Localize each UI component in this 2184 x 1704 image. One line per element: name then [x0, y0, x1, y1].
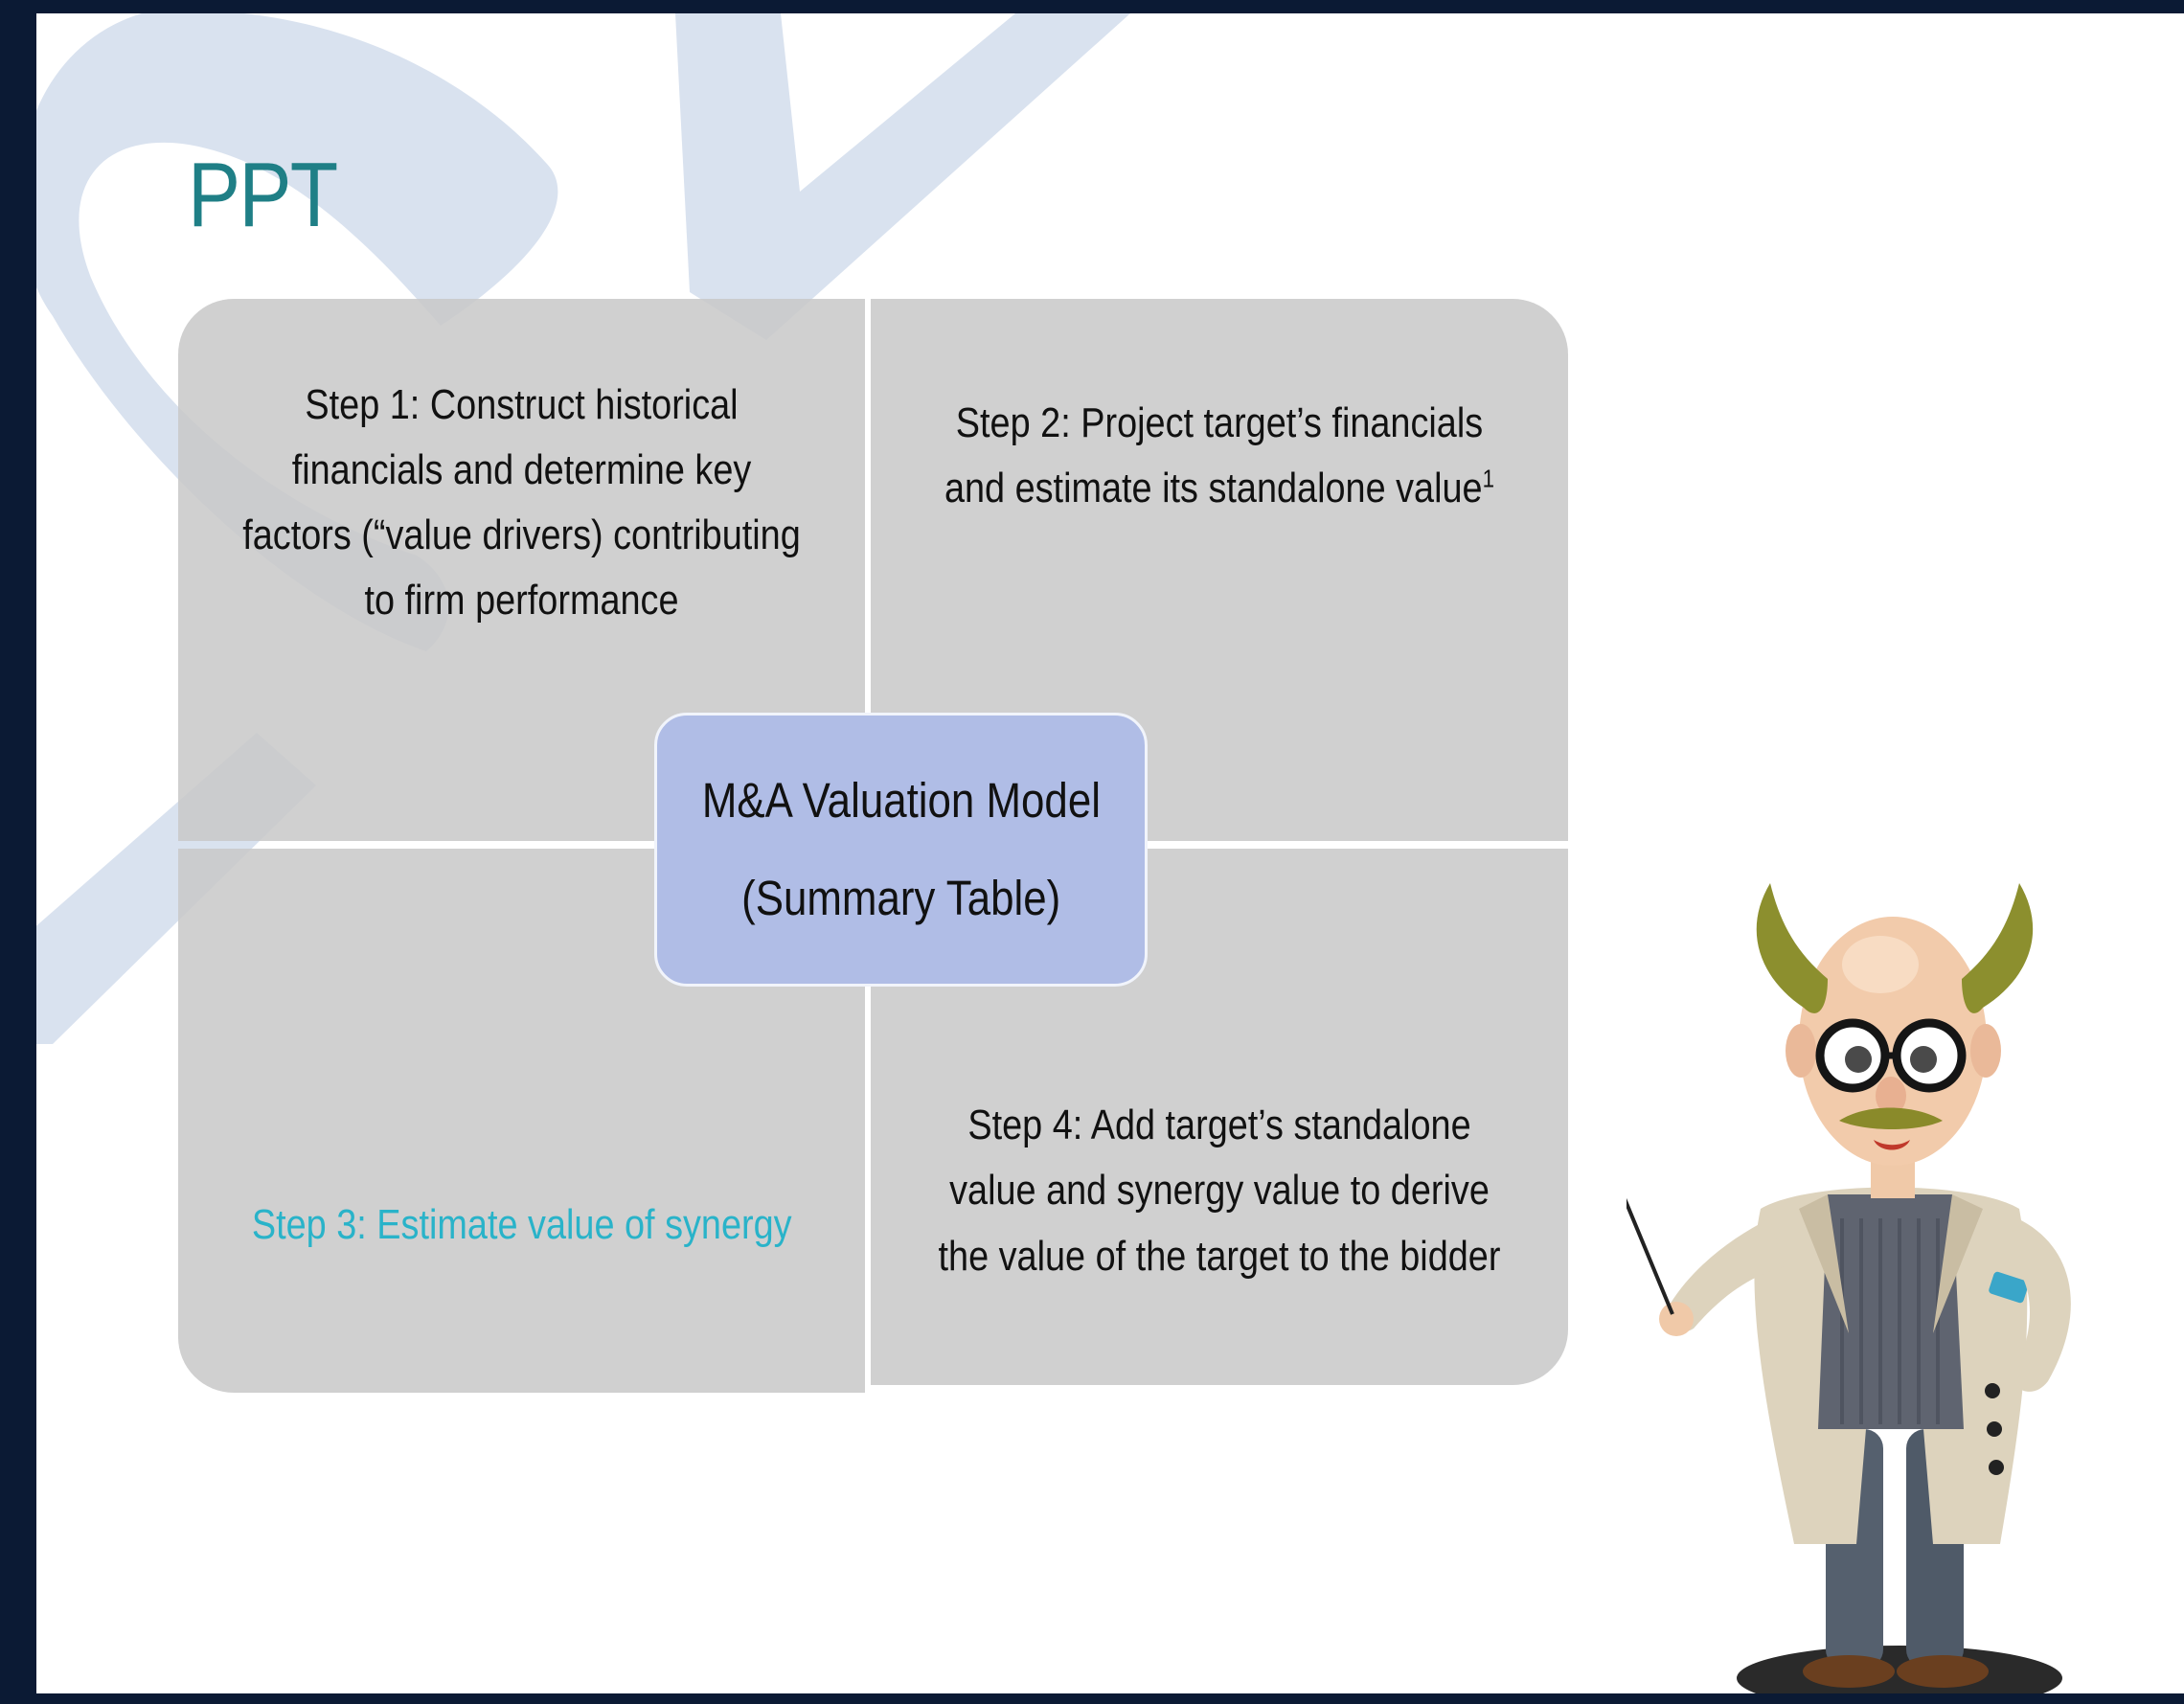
- step-1-text: Step 1: Construct historical financials …: [242, 380, 801, 625]
- center-title: M&A Valuation Model: [701, 773, 1101, 828]
- screen-frame-bottom: [0, 1693, 2184, 1704]
- step-2-footnote: 1: [1482, 464, 1495, 493]
- step-2-text: Step 2: Project target’s financials and …: [944, 398, 1484, 511]
- valuation-model-diagram: Step 1: Construct historical financials …: [178, 299, 1591, 1393]
- step-2-panel: Step 2: Project target’s financials and …: [871, 299, 1568, 841]
- step-2-content: Step 2: Project target’s financials and …: [931, 391, 1508, 521]
- step-4-text: Step 4: Add target’s standalone value an…: [938, 1102, 1501, 1280]
- center-summary-box: M&A Valuation Model (Summary Table): [654, 713, 1148, 987]
- screen-frame-left: [0, 0, 36, 1704]
- professor-mascot-icon: [1627, 883, 2071, 1693]
- slide-canvas: PPT Step 1: Construct historical financi…: [36, 13, 2184, 1693]
- screen-frame-top: [0, 0, 2184, 13]
- slide-title: PPT: [188, 144, 338, 246]
- center-subtitle: (Summary Table): [740, 871, 1061, 925]
- step-3-text: Step 3: Estimate value of synergy: [251, 1200, 792, 1248]
